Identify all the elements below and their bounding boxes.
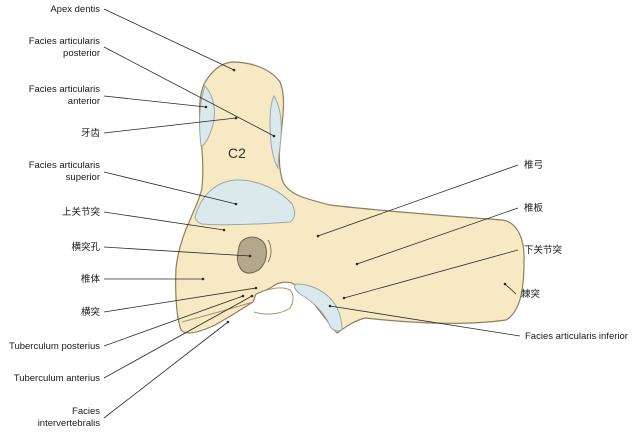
foramen-transversarium [237, 236, 267, 274]
leader-shang-guan-jie-tu [103, 211, 225, 231]
label-facies-articularis-inferior: Facies articularis inferior [525, 331, 628, 342]
leader-zhui-ban [356, 207, 519, 265]
label-shang-guan-jie-tu: 上关节突 [62, 206, 101, 218]
label-line: superior [66, 172, 100, 183]
dot-zhui-ban [355, 262, 359, 266]
label-line: 横突 [81, 306, 101, 318]
label-zhui-ti: 椎体 [81, 273, 101, 285]
foramen-rim [267, 239, 272, 263]
label-line: 椎板 [524, 202, 544, 214]
leader-facies-articularis-inferior [329, 305, 521, 337]
leader-tuberculum-anterius [103, 295, 253, 379]
dot-ya-chi [234, 116, 238, 120]
transverse-process-outline [253, 287, 294, 315]
leader-heng-tu [103, 287, 257, 313]
dot-zhui-gong [316, 234, 320, 238]
label-line: Facies articularis [29, 84, 101, 95]
label-line: 上关节突 [62, 206, 101, 218]
label-zhui-gong: 椎弓 [524, 159, 543, 171]
label-xia-guan-jie-tu: 下关节突 [524, 244, 563, 256]
label-heng-tu: 横突 [81, 306, 101, 318]
leader-facies-articularis-anterior [103, 95, 207, 108]
leader-xia-guan-jie-tu [343, 249, 519, 299]
dot-xia-guan-jie-tu [342, 296, 346, 300]
label-line: 横突孔 [71, 241, 100, 253]
facies-articularis-superior-surface [194, 179, 296, 226]
leader-tuberculum-posterius [103, 295, 244, 347]
label-tuberculum-anterius: Tuberculum anterius [14, 373, 100, 384]
dot-facies-intervertebralis [226, 320, 230, 324]
label-line: Apex dentis [50, 4, 100, 15]
label-line: Facies articularis inferior [525, 331, 628, 342]
vertebra-label: C2 [228, 145, 246, 161]
leader-lines [103, 8, 521, 419]
facies-articularis-inferior-surface [294, 283, 343, 332]
label-line: 牙齿 [81, 128, 101, 139]
dot-facies-articularis-superior [234, 202, 238, 206]
dot-zhui-ti [201, 277, 205, 281]
dot-shang-guan-jie-tu [222, 228, 226, 232]
leader-endpoints [201, 68, 507, 324]
label-line: Tuberculum anterius [14, 373, 100, 384]
label-apex-dentis: Apex dentis [50, 4, 100, 15]
facies-articularis-posterior-surface [269, 94, 282, 170]
leader-facies-articularis-superior [103, 171, 237, 205]
dot-ji-tu [503, 282, 507, 286]
label-line: Facies articularis [29, 36, 101, 47]
leader-apex-dentis [103, 8, 235, 71]
leader-heng-tu-kong [103, 246, 251, 257]
leader-zhui-gong [317, 164, 519, 237]
dot-facies-articularis-inferior [328, 304, 332, 308]
dot-facies-articularis-posterior [272, 134, 276, 138]
label-heng-tu-kong: 横突孔 [71, 241, 100, 253]
leader-facies-intervertebralis [103, 321, 229, 419]
label-line: 下关节突 [524, 244, 563, 256]
dot-heng-tu-kong [248, 254, 252, 258]
leader-facies-articularis-posterior [103, 46, 275, 137]
label-zhui-ban: 椎板 [524, 202, 544, 214]
dot-heng-tu [254, 286, 258, 290]
label-line: Facies [72, 406, 100, 417]
dot-facies-articularis-anterior [204, 105, 208, 109]
leader-ya-chi [103, 117, 237, 134]
label-ya-chi: 牙齿 [81, 128, 101, 139]
dot-tuberculum-posterius [241, 294, 245, 298]
label-line: posterior [63, 48, 100, 59]
label-line: intervertebralis [38, 418, 101, 429]
label-tuberculum-posterius: Tuberculum posterius [9, 341, 100, 352]
dot-tuberculum-anterius [250, 294, 254, 298]
label-line: anterior [68, 96, 100, 107]
label-line: 椎体 [81, 273, 101, 285]
label-line: 棘突 [521, 288, 541, 300]
label-line: Facies articularis [29, 160, 101, 171]
label-line: Tuberculum posterius [9, 341, 100, 352]
leader-ji-tu [504, 283, 517, 295]
label-ji-tu: 棘突 [521, 288, 541, 300]
label-line: 椎弓 [524, 159, 543, 171]
dot-apex-dentis [232, 68, 236, 72]
